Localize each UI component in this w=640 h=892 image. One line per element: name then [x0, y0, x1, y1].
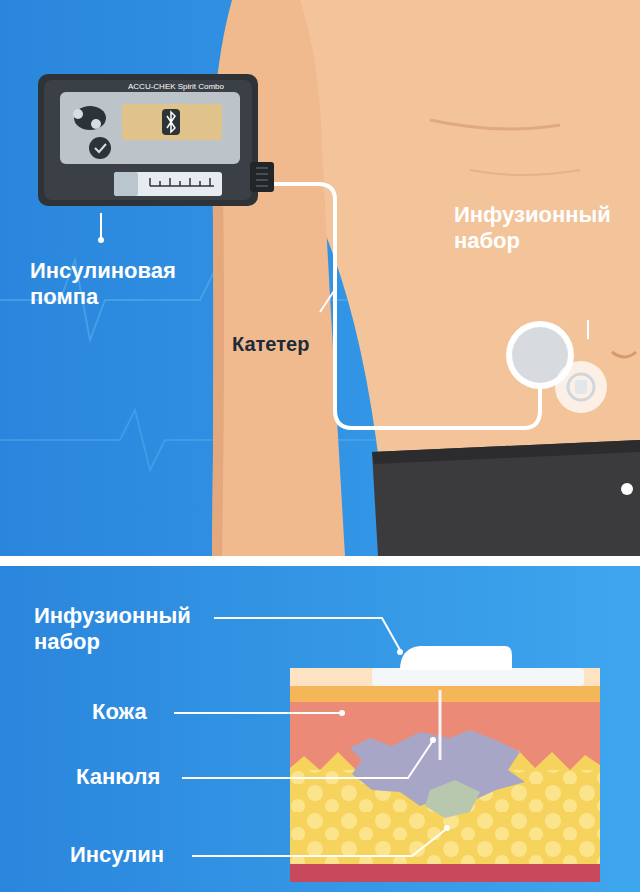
button [621, 483, 633, 495]
insulin-pump [38, 74, 274, 206]
adhesive-patch [555, 361, 607, 413]
pump-button [74, 106, 106, 130]
leader-line [587, 320, 589, 339]
leader-line [214, 618, 400, 650]
part-label: Инфузионный набор [454, 202, 636, 255]
waistband [372, 440, 640, 464]
part-label: Кожа [92, 699, 147, 725]
infusion-set-cap [400, 646, 512, 670]
navel [612, 352, 636, 357]
muscle-layer [290, 668, 600, 882]
fat-layer [290, 668, 600, 864]
leader-line [182, 742, 432, 778]
leader-line [100, 213, 102, 238]
part-label: Катетер [232, 332, 309, 356]
pants [372, 440, 640, 556]
arm-shadow [212, 150, 224, 556]
skin-cross-section [290, 646, 600, 882]
abs-line [470, 170, 580, 175]
leader-line [192, 830, 445, 856]
top-background [0, 0, 640, 556]
leader-line [174, 712, 340, 714]
part-label: Инсулин [70, 842, 164, 868]
pump-panel [60, 92, 240, 164]
pump-connector [250, 162, 274, 192]
chest-line [430, 120, 560, 129]
part-label: Канюля [76, 764, 160, 790]
cannula [439, 690, 442, 760]
pump-screen [122, 104, 222, 140]
skin-surface [290, 668, 600, 686]
bluetooth-icon [162, 109, 180, 135]
insulin-cartridge [114, 172, 222, 196]
leader-line [320, 288, 336, 312]
insulin-depot-edge [425, 780, 480, 818]
infusion-set-base [372, 668, 584, 686]
part-label: Инсулиновая помпа [30, 258, 220, 311]
bottom-background [0, 566, 640, 892]
brand-text: ACCU-CHEK Spirit Combo [128, 82, 224, 92]
part-label: Инфузионный набор [34, 603, 216, 656]
divider [0, 556, 640, 566]
pump-face [44, 80, 252, 200]
pump-body [38, 74, 258, 206]
pump-button [89, 137, 111, 159]
skin-band [290, 668, 600, 702]
